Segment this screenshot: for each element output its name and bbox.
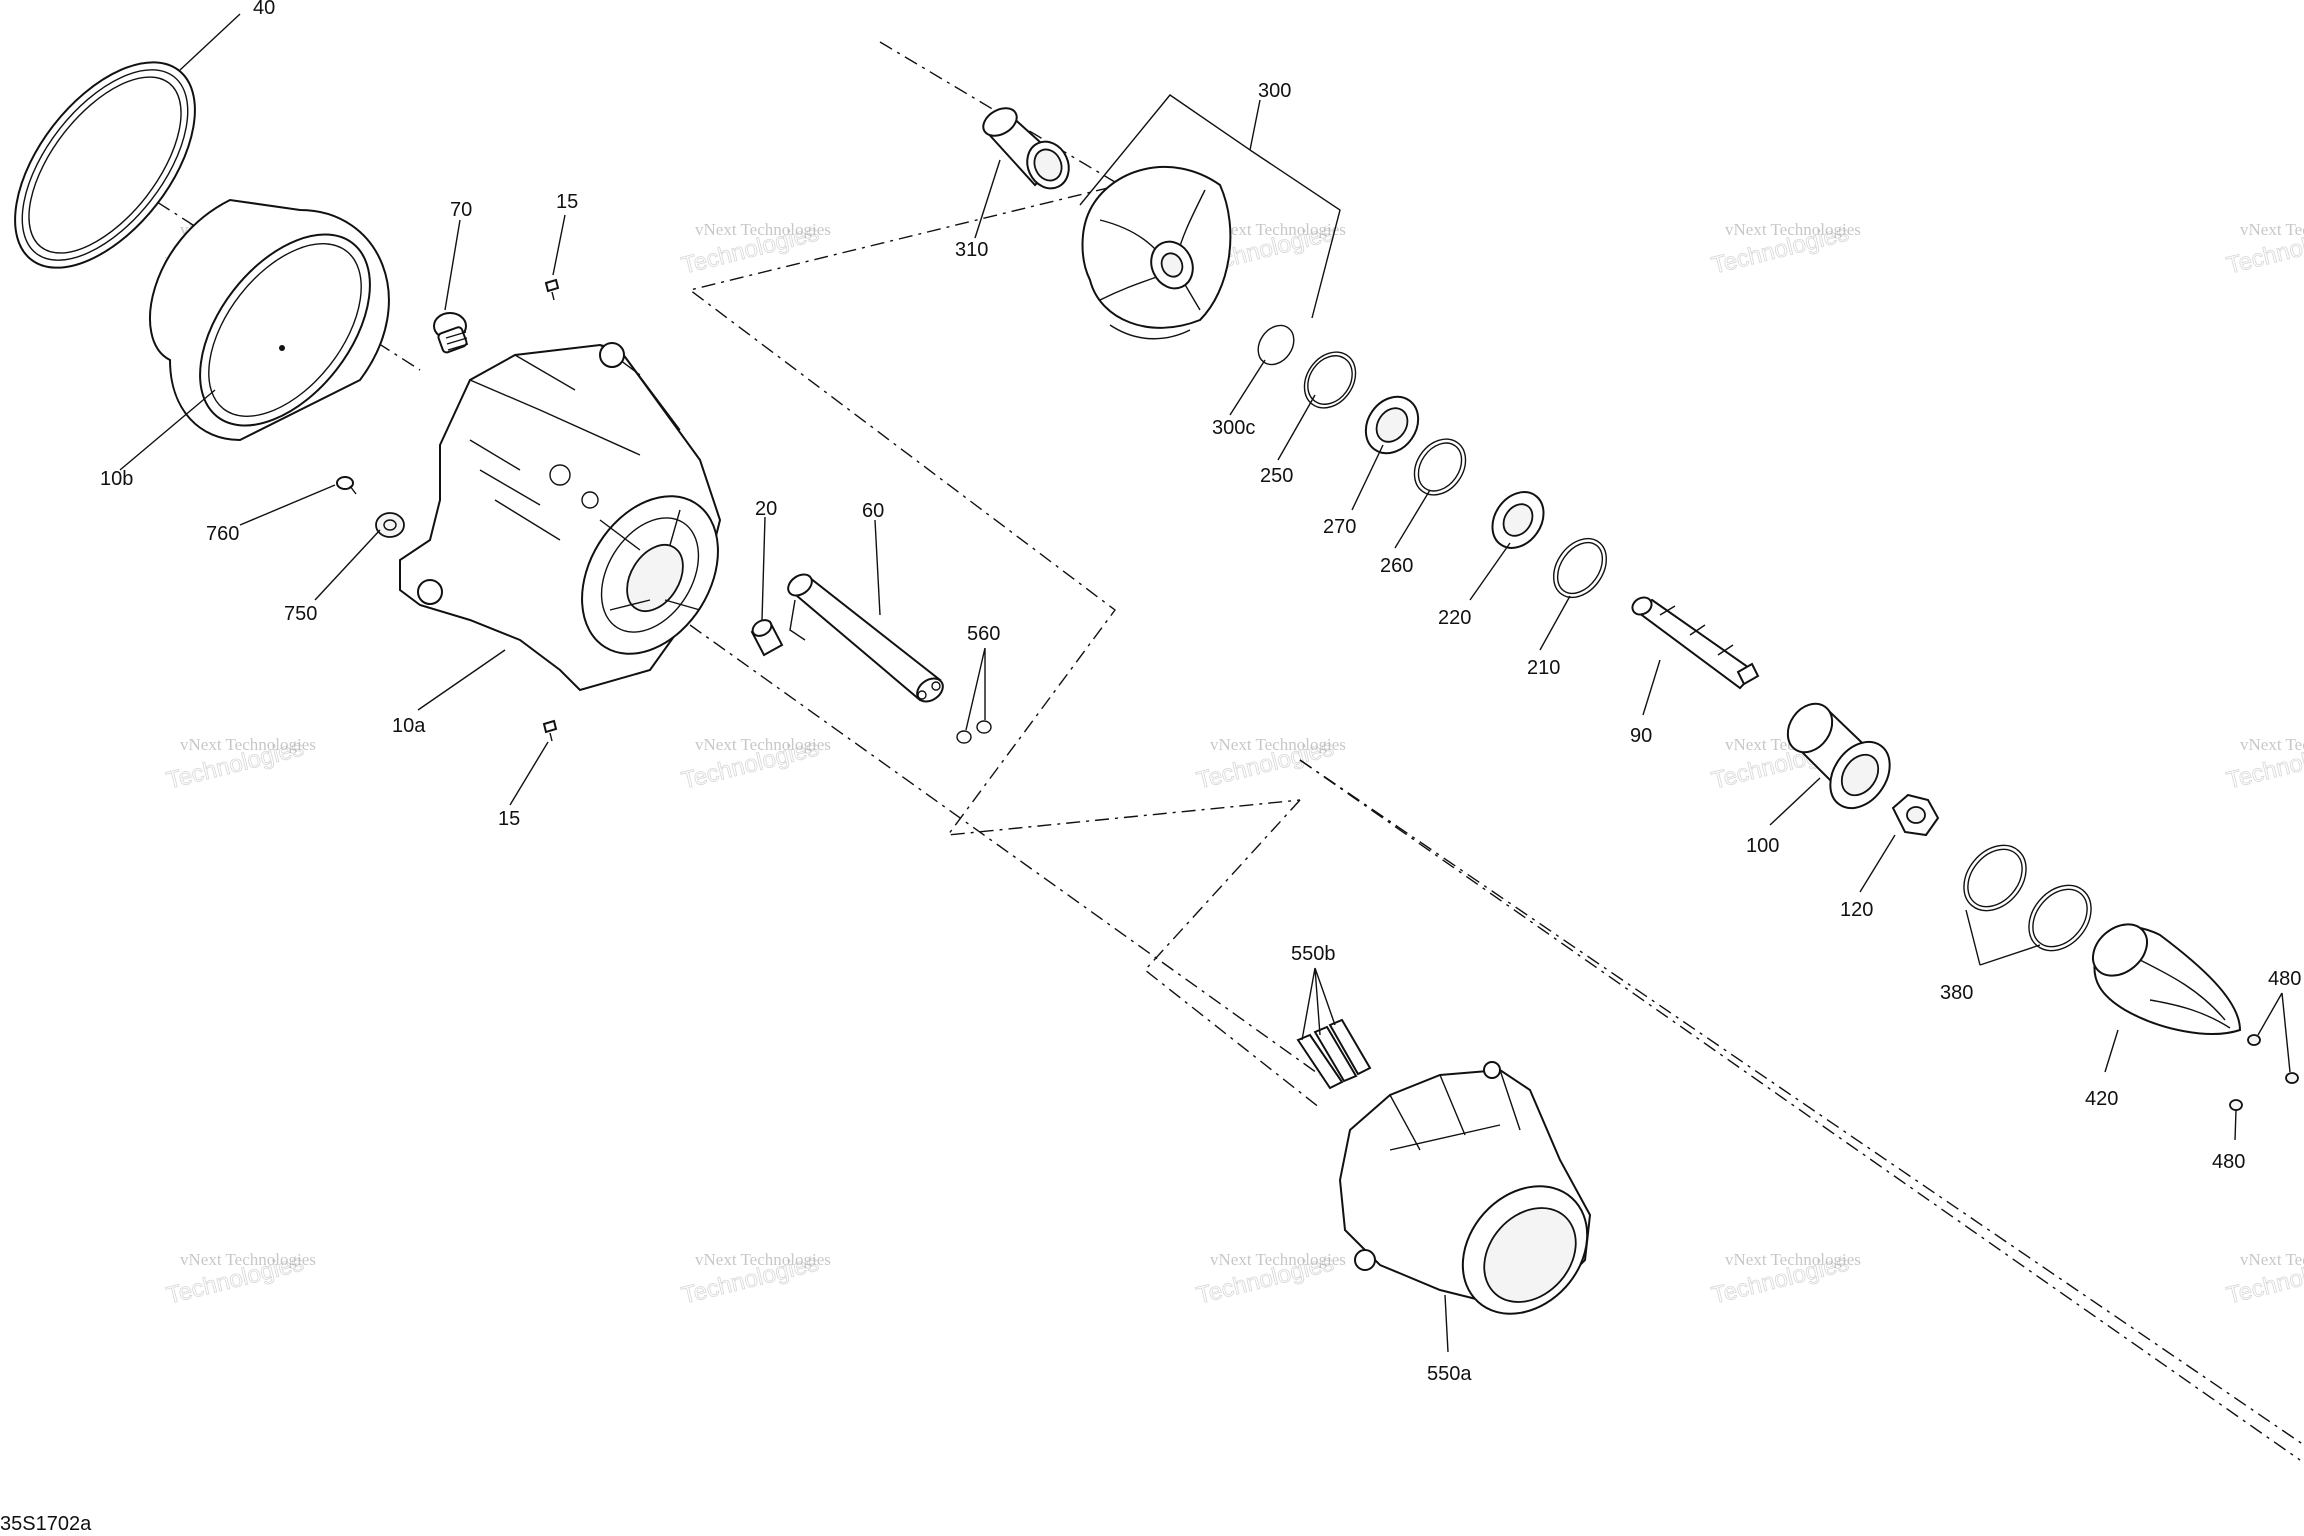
watermark: Technologies vNext Technologies: [1194, 734, 1346, 795]
watermark: Technologies vNext Technologies: [1709, 219, 1861, 280]
callout-750: 750: [284, 603, 317, 625]
part-pins-550b: [1296, 1018, 1372, 1090]
part-ring-300c: [1257, 324, 1295, 366]
watermark-text: vNext Technologies: [1210, 220, 1346, 239]
watermark: Technologies vNext Technologies: [164, 1249, 316, 1310]
callout-40: 40: [253, 0, 275, 19]
callout-550a: 550a: [1427, 1363, 1472, 1385]
callout-210: 210: [1527, 657, 1560, 679]
part-shaft-90: [1631, 596, 1760, 690]
callout-20: 20: [755, 498, 777, 520]
callout-420: 420: [2085, 1088, 2118, 1110]
watermark-text: vNext Technologies: [2240, 735, 2304, 754]
part-bushing-20: [750, 619, 784, 657]
callout-480-bottom: 480: [2212, 1151, 2245, 1173]
part-o-ring-210: [1552, 537, 1608, 599]
callout-60: 60: [862, 500, 884, 522]
callout-480-top: 480: [2268, 968, 2301, 990]
part-circlip-250: [1303, 351, 1357, 409]
part-washer-480-bottom: [2229, 1099, 2243, 1111]
watermark-text: vNext Technologies: [180, 735, 316, 754]
callout-550b: 550b: [1291, 943, 1336, 965]
callout-380: 380: [1940, 982, 1973, 1004]
part-o-rings-380: [1963, 844, 2092, 952]
impeller-group-bracket: [688, 41, 1301, 836]
callout-310: 310: [955, 239, 988, 261]
watermark: Technologies vNext Technologies: [679, 734, 831, 795]
leader-lines: [119, 13, 2291, 1353]
watermark-text: vNext Technologies: [695, 1250, 831, 1269]
part-screw-15-top: [544, 278, 560, 301]
callout-10a: 10a: [392, 715, 426, 737]
part-impeller-300: [1081, 166, 1232, 340]
part-bearing-100: [1786, 702, 1891, 810]
watermark: Technologies vNext Technologies: [2224, 1249, 2304, 1310]
watermark: Technologies vNext Technologies: [1709, 1249, 1861, 1310]
part-tube-60: [787, 573, 944, 703]
watermark: Technologies vNext Technologies: [164, 734, 316, 795]
watermark-text: vNext Technologies: [695, 220, 831, 239]
part-seal-270: [1364, 395, 1420, 455]
callout-300: 300: [1258, 80, 1291, 102]
watermark-text: vNext Technologies: [1725, 220, 1861, 239]
callout-220: 220: [1438, 607, 1471, 629]
watermark: Technologies vNext Technologies: [2224, 734, 2304, 795]
callout-760: 760: [206, 523, 239, 545]
part-bushing-310: [982, 107, 1070, 190]
part-pump-housing-10a: [399, 342, 722, 692]
drawing-code: 35S1702a: [0, 1513, 92, 1535]
watermark-text: vNext Technologies: [1725, 1250, 1861, 1269]
stator-group-bracket: [1143, 799, 1321, 1109]
callout-250: 250: [1260, 465, 1293, 487]
part-nozzle-550a: [1338, 1061, 1592, 1315]
part-o-ring-560: [956, 720, 992, 744]
part-sleeve-10b: [149, 198, 390, 442]
callout-560: 560: [967, 623, 1000, 645]
axis-line-shaft: [1299, 759, 2301, 1461]
watermark: Technologies vNext Technologies: [679, 219, 831, 280]
part-bolt-760: [336, 476, 357, 495]
callout-15-top: 15: [556, 191, 578, 213]
callout-10b: 10b: [100, 468, 133, 490]
part-washer-750: [375, 512, 405, 538]
callout-100: 100: [1746, 835, 1779, 857]
callout-15-bottom: 15: [498, 808, 520, 830]
watermark-text: vNext Technologies: [180, 1250, 316, 1269]
part-plug-70: [433, 312, 469, 354]
part-nut-120: [1891, 793, 1940, 837]
watermark: Technologies vNext Technologies: [679, 1249, 831, 1310]
part-o-ring-260: [1413, 438, 1467, 496]
callout-270: 270: [1323, 516, 1356, 538]
watermark: Technologies vNext Technologies: [1194, 1249, 1346, 1310]
callout-labels: 40 10b 70 15 760 750 10a 15 20 60 560 31…: [100, 0, 2301, 1385]
part-seal-220: [1491, 491, 1545, 549]
callout-260: 260: [1380, 555, 1413, 577]
part-screw-15-bottom: [542, 719, 558, 742]
part-cone-420: [2092, 923, 2242, 1035]
watermark: Technologies vNext Technologies: [2224, 219, 2304, 280]
watermark-text: vNext Technologies: [1210, 1250, 1346, 1269]
callout-120: 120: [1840, 899, 1873, 921]
callout-90: 90: [1630, 725, 1652, 747]
watermark-text: vNext Technologies: [2240, 1250, 2304, 1269]
watermark-text: vNext Technologies: [2240, 220, 2304, 239]
callout-70: 70: [450, 199, 472, 221]
callout-300c: 300c: [1212, 417, 1255, 439]
part-washer-480-top: [2247, 1034, 2299, 1084]
axis-line-housing-nozzle: [689, 624, 1321, 1076]
watermark-text: vNext Technologies: [695, 735, 831, 754]
part-wear-ring-40: [14, 61, 196, 269]
watermark-text: vNext Technologies: [1210, 735, 1346, 754]
